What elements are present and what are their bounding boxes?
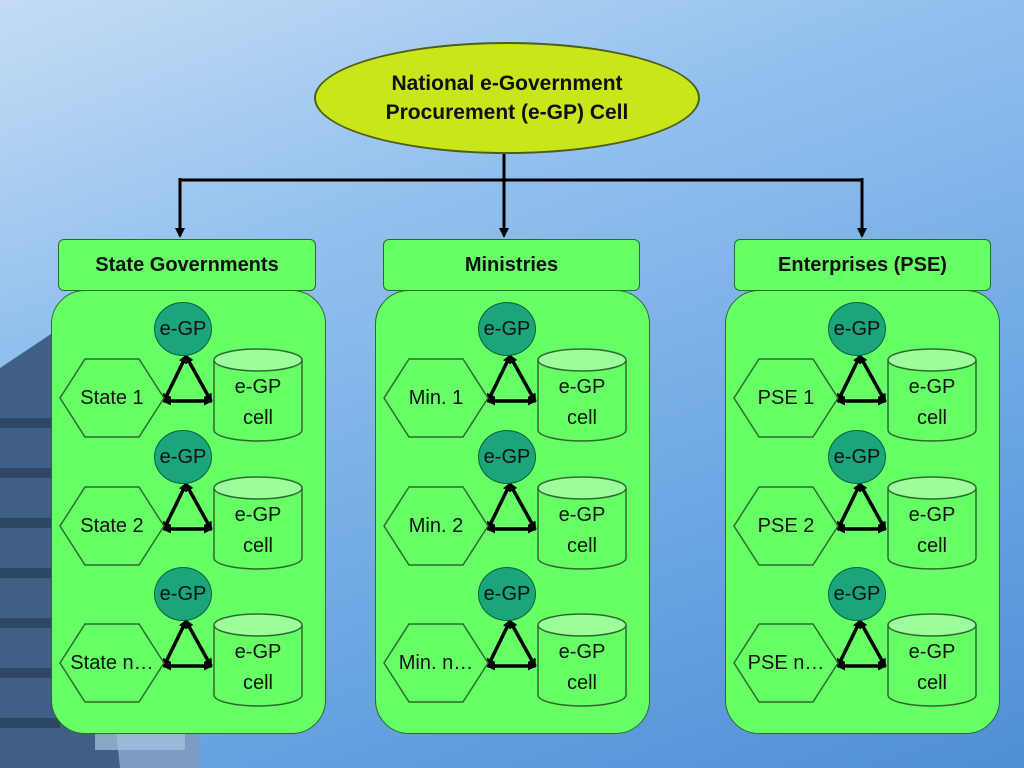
entity-label: Min. 2 bbox=[408, 514, 464, 537]
entity-label: PSE 2 bbox=[757, 514, 815, 537]
cell-label-line-2: cell bbox=[566, 672, 597, 694]
entity-label: State 2 bbox=[80, 514, 144, 537]
cell-label-line-2: cell bbox=[916, 672, 947, 694]
cell-label-line-1: e-GP bbox=[558, 376, 606, 398]
entity-hexagon: State n… bbox=[59, 623, 165, 703]
header-ministries: Ministries bbox=[383, 239, 640, 291]
entity-label: State n… bbox=[70, 651, 154, 674]
entity-hexagon: Min. 1 bbox=[383, 358, 489, 438]
egp-cell-cylinder: e-GP cell bbox=[213, 476, 303, 570]
cell-label-line-1: e-GP bbox=[234, 641, 282, 663]
entity-hexagon: PSE 1 bbox=[733, 358, 839, 438]
egp-node: e-GP bbox=[478, 567, 536, 621]
root-node-national-egp-cell: National e-Government Procurement (e-GP)… bbox=[314, 42, 700, 154]
cell-label-line-2: cell bbox=[242, 535, 273, 557]
egp-node: e-GP bbox=[478, 302, 536, 356]
root-title-line-2: Procurement (e-GP) Cell bbox=[385, 101, 629, 124]
egp-node: e-GP bbox=[154, 430, 212, 484]
egp-cell-cylinder: e-GP cell bbox=[537, 348, 627, 442]
cell-label-line-2: cell bbox=[566, 407, 597, 429]
egp-cell-cylinder: e-GP cell bbox=[213, 348, 303, 442]
cell-label-line-1: e-GP bbox=[908, 504, 956, 526]
entity-label: PSE n… bbox=[747, 651, 825, 674]
cell-label-line-1: e-GP bbox=[558, 504, 606, 526]
cell-label-line-2: cell bbox=[916, 535, 947, 557]
cell-label-line-1: e-GP bbox=[908, 641, 956, 663]
egp-cell-cylinder: e-GP cell bbox=[537, 613, 627, 707]
cell-label-line-2: cell bbox=[916, 407, 947, 429]
egp-cell-cylinder: e-GP cell bbox=[887, 613, 977, 707]
header-state-governments: State Governments bbox=[58, 239, 316, 291]
entity-hexagon: PSE 2 bbox=[733, 486, 839, 566]
egp-cell-cylinder: e-GP cell bbox=[537, 476, 627, 570]
cell-label-line-1: e-GP bbox=[908, 376, 956, 398]
entity-hexagon: PSE n… bbox=[733, 623, 839, 703]
root-title-line-1: National e-Government bbox=[391, 72, 623, 95]
egp-node: e-GP bbox=[828, 567, 886, 621]
egp-node: e-GP bbox=[478, 430, 536, 484]
cell-label-line-2: cell bbox=[242, 407, 273, 429]
entity-label: State 1 bbox=[80, 386, 144, 409]
cell-label-line-2: cell bbox=[242, 672, 273, 694]
egp-node: e-GP bbox=[154, 567, 212, 621]
egp-cell-cylinder: e-GP cell bbox=[887, 476, 977, 570]
egp-cell-cylinder: e-GP cell bbox=[887, 348, 977, 442]
entity-label: Min. n… bbox=[398, 651, 474, 674]
entity-hexagon: State 2 bbox=[59, 486, 165, 566]
egp-cell-cylinder: e-GP cell bbox=[213, 613, 303, 707]
egp-node: e-GP bbox=[154, 302, 212, 356]
egp-node: e-GP bbox=[828, 430, 886, 484]
cell-label-line-1: e-GP bbox=[558, 641, 606, 663]
cell-label-line-1: e-GP bbox=[234, 504, 282, 526]
cell-label-line-2: cell bbox=[566, 535, 597, 557]
entity-label: PSE 1 bbox=[757, 386, 815, 409]
entity-label: Min. 1 bbox=[408, 386, 464, 409]
entity-hexagon: Min. n… bbox=[383, 623, 489, 703]
entity-hexagon: Min. 2 bbox=[383, 486, 489, 566]
cell-label-line-1: e-GP bbox=[234, 376, 282, 398]
header-enterprises-pse: Enterprises (PSE) bbox=[734, 239, 991, 291]
entity-hexagon: State 1 bbox=[59, 358, 165, 438]
egp-node: e-GP bbox=[828, 302, 886, 356]
